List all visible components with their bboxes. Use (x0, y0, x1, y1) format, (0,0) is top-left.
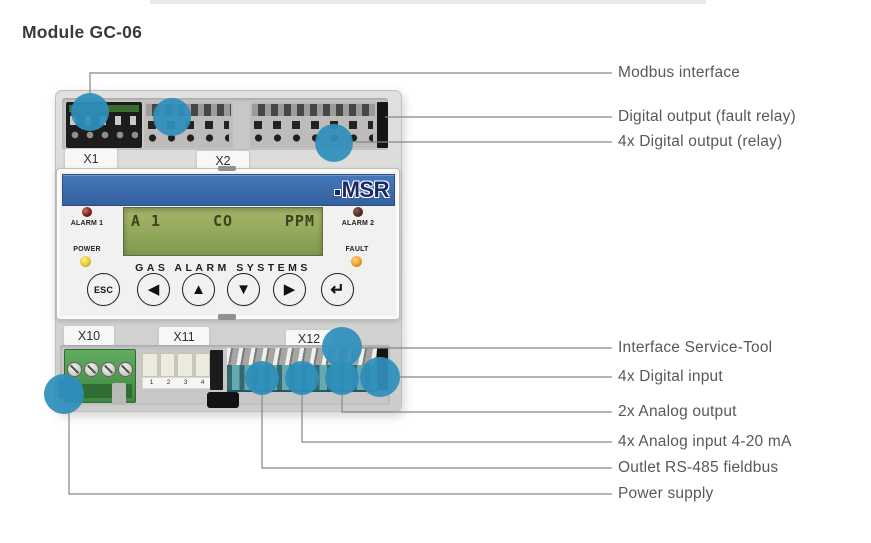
alarm2-label: ALARM 2 (341, 220, 375, 227)
terminal-holes (254, 133, 373, 143)
esc-button: ESC (87, 273, 120, 306)
x11-number-strip: 1 2 3 4 (142, 377, 212, 389)
top-divider-line (150, 0, 706, 4)
callout-dot-service-tool (322, 327, 362, 367)
connector-endcap (377, 102, 388, 148)
callout-label-analog-input: 4x Analog input 4-20 mA (618, 433, 792, 450)
line-rs485 (261, 393, 612, 469)
alarm1-led (82, 207, 92, 217)
tab-x1-label: X1 (83, 152, 99, 166)
connector-block-x2-right (250, 102, 377, 148)
arrow-up-button: ▲ (182, 273, 215, 306)
arrow-down-button: ▼ (227, 273, 260, 306)
x11-number: 2 (166, 379, 171, 386)
arrow-right-icon: ▶ (283, 281, 296, 298)
power-led (80, 256, 91, 267)
msr-logo-dot (334, 190, 340, 195)
lcd-unit: PPM (284, 212, 315, 230)
fault-label: FAULT (345, 246, 369, 253)
gas-alarm-systems-text: GAS ALARM SYSTEMS (135, 262, 311, 274)
callout-dot-analog-output (325, 361, 359, 395)
lcd-text-row: A 1 CO PPM (131, 212, 315, 230)
lcd-gas: CO (212, 212, 234, 230)
callout-label-digital-input: 4x Digital input (618, 368, 723, 385)
tab-x10-label: X10 (77, 328, 101, 343)
line-modbus (89, 72, 612, 95)
panel-notch-bottom (218, 314, 236, 320)
arrow-right-button: ▶ (273, 273, 306, 306)
arrow-up-icon: ▲ (191, 281, 206, 298)
line-analog-output (341, 392, 612, 413)
arrow-left-icon: ◀ (147, 281, 160, 298)
callout-label-analog-output: 2x Analog output (618, 403, 737, 420)
din-clip (112, 383, 126, 405)
tab-x11-label: X11 (173, 329, 195, 344)
service-connector (210, 350, 223, 390)
x11-number: 1 (149, 379, 154, 386)
clamp-strip (252, 104, 375, 116)
tab-x12-label: X12 (297, 332, 321, 346)
panel-header-bar: MSR (62, 174, 395, 206)
terminal-holes (70, 130, 138, 140)
page-title: Module GC-06 (22, 22, 143, 42)
callout-dot-digital-output (315, 124, 353, 162)
x11-cell (194, 353, 210, 377)
arrow-down-icon: ▼ (236, 281, 251, 298)
callout-label-rs485-fieldbus: Outlet RS-485 fieldbus (618, 459, 779, 476)
x11-cell (142, 353, 158, 377)
line-power-supply (68, 408, 612, 495)
panel-notch-top (218, 166, 236, 171)
callout-label-modbus-interface: Modbus interface (618, 64, 741, 81)
callout-dot-modbus (71, 93, 109, 131)
callout-label-interface-service-tool: Interface Service-Tool (618, 339, 773, 356)
screw-terminal (118, 362, 133, 377)
screw-terminal (84, 362, 99, 377)
x11-cell (159, 353, 175, 377)
lcd-channel: A 1 (131, 212, 162, 230)
x11-number: 4 (200, 379, 205, 386)
callout-label-power-supply: Power supply (618, 485, 714, 502)
x11-number: 3 (183, 379, 188, 386)
enter-icon: ↵ (330, 280, 345, 299)
callout-dot-power-supply (44, 374, 84, 414)
callout-dot-fault-relay (153, 98, 191, 136)
x11-cell (177, 353, 193, 377)
connector-block-x11 (142, 353, 210, 377)
callout-dot-digital-input (360, 357, 400, 397)
lcd-display: A 1 CO PPM (123, 207, 323, 256)
callout-label-digital-output-relay: 4x Digital output (relay) (618, 133, 783, 150)
screw-terminal (101, 362, 116, 377)
fuse-holder (207, 392, 239, 408)
msr-logo-text: MSR (341, 177, 390, 202)
tab-x2-label: X2 (215, 154, 231, 168)
callout-dot-analog-input (285, 361, 319, 395)
enter-button: ↵ (321, 273, 354, 306)
line-analog-input (301, 393, 612, 443)
terminal-slots (254, 121, 373, 129)
alarm2-led (353, 207, 363, 217)
terminal-holes (148, 133, 229, 143)
callout-dot-rs485 (245, 361, 279, 395)
callout-label-digital-output-fault-relay: Digital output (fault relay) (618, 108, 796, 125)
alarm1-label: ALARM 1 (70, 220, 104, 227)
arrow-left-button: ◀ (137, 273, 170, 306)
msr-logo: MSR (334, 176, 390, 204)
power-label: POWER (73, 246, 101, 253)
fault-led (351, 256, 362, 267)
